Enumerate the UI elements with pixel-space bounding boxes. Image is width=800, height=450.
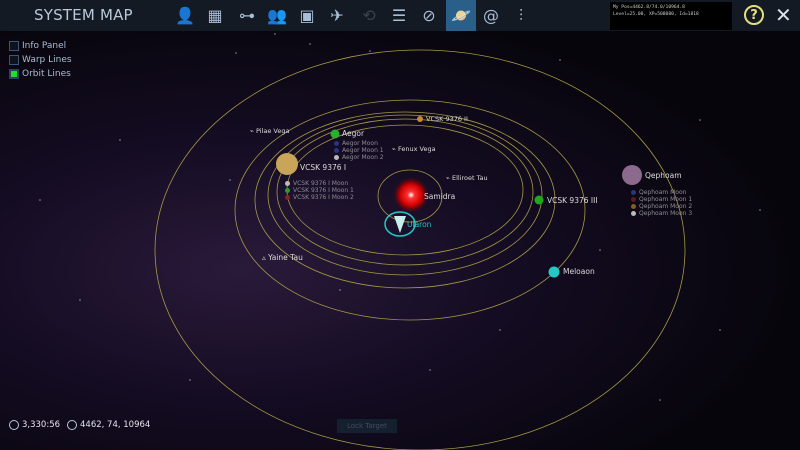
- debug-level: Level=25.00, XP=508080, Id=1818: [613, 12, 699, 17]
- moon-label: Qephoam Moon 3: [639, 210, 693, 217]
- help-button[interactable]: ?: [744, 5, 764, 25]
- ship-icon: ✈: [330, 6, 344, 25]
- moon-label: VCSK 9376 I Moon 2: [293, 194, 354, 201]
- moon[interactable]: Qephoam Moon: [631, 189, 692, 196]
- moon-label: VCSK 9376 I Moon 1: [293, 187, 354, 194]
- lock-target-button[interactable]: Lock Target: [337, 419, 397, 433]
- crew-icon: 👥: [267, 6, 287, 25]
- moon-label: Qephoam Moon: [639, 189, 687, 196]
- game-time: 3,330:56: [22, 420, 61, 430]
- label-samidra: Samidra: [424, 192, 456, 201]
- station-elliroet-tau[interactable]: ⌁ Elliroet Tau: [446, 174, 488, 182]
- tab-transfer[interactable]: ⟲: [354, 0, 384, 31]
- tab-person[interactable]: 👤: [170, 0, 200, 31]
- galaxy-icon: @: [483, 6, 499, 25]
- compass-icon: [67, 420, 78, 430]
- tab-compass[interactable]: ⊘: [414, 0, 444, 31]
- toggle-orbit-lines[interactable]: Orbit Lines: [9, 69, 71, 79]
- moon[interactable]: Qephoam Moon 3: [631, 210, 692, 217]
- player-ship-ring[interactable]: [384, 211, 416, 237]
- station-label: Elliroet Tau: [451, 174, 488, 182]
- toggle-label: Warp Lines: [22, 55, 72, 65]
- tab-crew[interactable]: 👥: [262, 0, 292, 31]
- planet-vcsk-9376-iii[interactable]: [534, 195, 544, 205]
- planet-qephoam[interactable]: [622, 165, 642, 185]
- player-ship-icon: [394, 216, 406, 233]
- label-vcsk-iii: VCSK 9376 III: [547, 196, 598, 205]
- top-bar: SYSTEM MAP 👤 ▦ ⊶ 👥 ▣ ✈ ⟲ ☰ ⊘ 🪐 @ ⫶ My Pos=4462.8/74…: [0, 0, 800, 31]
- tab-hierarchy[interactable]: ⊶: [232, 0, 262, 31]
- station-yaine-tau[interactable]: ▵ Yaine Tau: [262, 253, 303, 262]
- checkbox[interactable]: [9, 55, 19, 65]
- planet-vcsk-9376-i[interactable]: [276, 153, 298, 175]
- debug-info: My Pos=4462.8/74.0/10964.8 Level=25.00, …: [610, 2, 732, 30]
- station-label: Pilae Vega: [255, 127, 290, 135]
- moon-label: Aegor Moon: [342, 140, 378, 147]
- status-footer: 3,330:56 4462, 74, 10964: [9, 420, 150, 430]
- moon[interactable]: Aegor Moon 1: [334, 147, 384, 154]
- label-vcsk-ii: VCSK 9376 II: [426, 115, 468, 123]
- moon-label: VCSK 9376 I Moon: [293, 180, 349, 187]
- moon-label: Aegor Moon 1: [342, 147, 384, 154]
- browser-window-icon: ▣: [299, 6, 315, 25]
- vcsk-moons: VCSK 9376 I Moon VCSK 9376 I Moon 1 VCSK…: [285, 180, 354, 201]
- settings-sliders-icon: ⫶: [518, 5, 523, 25]
- toggle-info-panel[interactable]: Info Panel: [9, 41, 66, 51]
- close-button[interactable]: ✕: [775, 3, 792, 27]
- tab-list[interactable]: ☰: [384, 0, 414, 31]
- list-icon: ☰: [391, 6, 407, 25]
- moon-label: Aegor Moon 2: [342, 154, 384, 161]
- cargo-icon: ▦: [207, 6, 223, 25]
- planet-aegor[interactable]: [330, 129, 340, 139]
- moon[interactable]: Aegor Moon 2: [334, 154, 384, 161]
- tab-settings-sliders[interactable]: ⫶: [506, 0, 536, 31]
- player-coordinates: 4462, 74, 10964: [80, 420, 151, 430]
- tab-cargo[interactable]: ▦: [200, 0, 230, 31]
- compass-icon: ⊘: [422, 6, 436, 25]
- clock-icon: [9, 420, 19, 430]
- moon-label: Qephoam Moon 1: [639, 196, 693, 203]
- person-icon: 👤: [175, 6, 195, 25]
- tab-ship[interactable]: ✈: [322, 0, 352, 31]
- label-meloaon: Meloaon: [563, 267, 595, 276]
- toggle-label: Orbit Lines: [22, 69, 71, 79]
- moon[interactable]: VCSK 9376 I Moon 1: [285, 187, 354, 194]
- qephoam-moons: Qephoam Moon Qephoam Moon 1 Qephoam Moon…: [631, 189, 692, 217]
- label-ularon: Ularon: [407, 220, 432, 229]
- tab-planet[interactable]: 🪐: [446, 0, 476, 31]
- page-title: SYSTEM MAP: [34, 6, 133, 24]
- moon[interactable]: Qephoam Moon 2: [631, 203, 692, 210]
- planet-icon: 🪐: [451, 6, 471, 25]
- toggle-warp-lines[interactable]: Warp Lines: [9, 55, 72, 65]
- label-vcsk-i: VCSK 9376 I: [300, 163, 347, 172]
- aegor-moons: Aegor Moon Aegor Moon 1 Aegor Moon 2: [334, 140, 384, 161]
- label-aegor: Aegor: [342, 129, 365, 138]
- moon[interactable]: VCSK 9376 I Moon 2: [285, 194, 354, 201]
- checkbox[interactable]: [9, 69, 19, 79]
- moon-label: Qephoam Moon 2: [639, 203, 693, 210]
- orbit-lines: [154, 49, 686, 450]
- star-samidra[interactable]: [393, 177, 429, 213]
- debug-position: My Pos=4462.8/74.0/10964.8: [613, 5, 685, 10]
- planet-vcsk-9376-ii[interactable]: [417, 116, 423, 122]
- stars: [39, 33, 761, 401]
- toggle-label: Info Panel: [22, 41, 67, 51]
- hierarchy-icon: ⊶: [239, 6, 255, 25]
- station-label: Fenux Vega: [397, 145, 436, 153]
- label-qephoam: Qephoam: [645, 171, 682, 180]
- moon[interactable]: Aegor Moon: [334, 140, 384, 147]
- checkbox[interactable]: [9, 41, 19, 51]
- transfer-icon: ⟲: [362, 6, 376, 25]
- moon[interactable]: VCSK 9376 I Moon: [285, 180, 354, 187]
- station-pilae-vega[interactable]: ⌁ Pilae Vega: [250, 127, 290, 135]
- station-fenux-vega[interactable]: ⌁ Fenux Vega: [392, 145, 436, 153]
- moon[interactable]: Qephoam Moon 1: [631, 196, 692, 203]
- station-label: Yaine Tau: [268, 253, 303, 262]
- tab-browser-window[interactable]: ▣: [292, 0, 322, 31]
- planet-meloaon[interactable]: [548, 266, 560, 278]
- tab-galaxy[interactable]: @: [476, 0, 506, 31]
